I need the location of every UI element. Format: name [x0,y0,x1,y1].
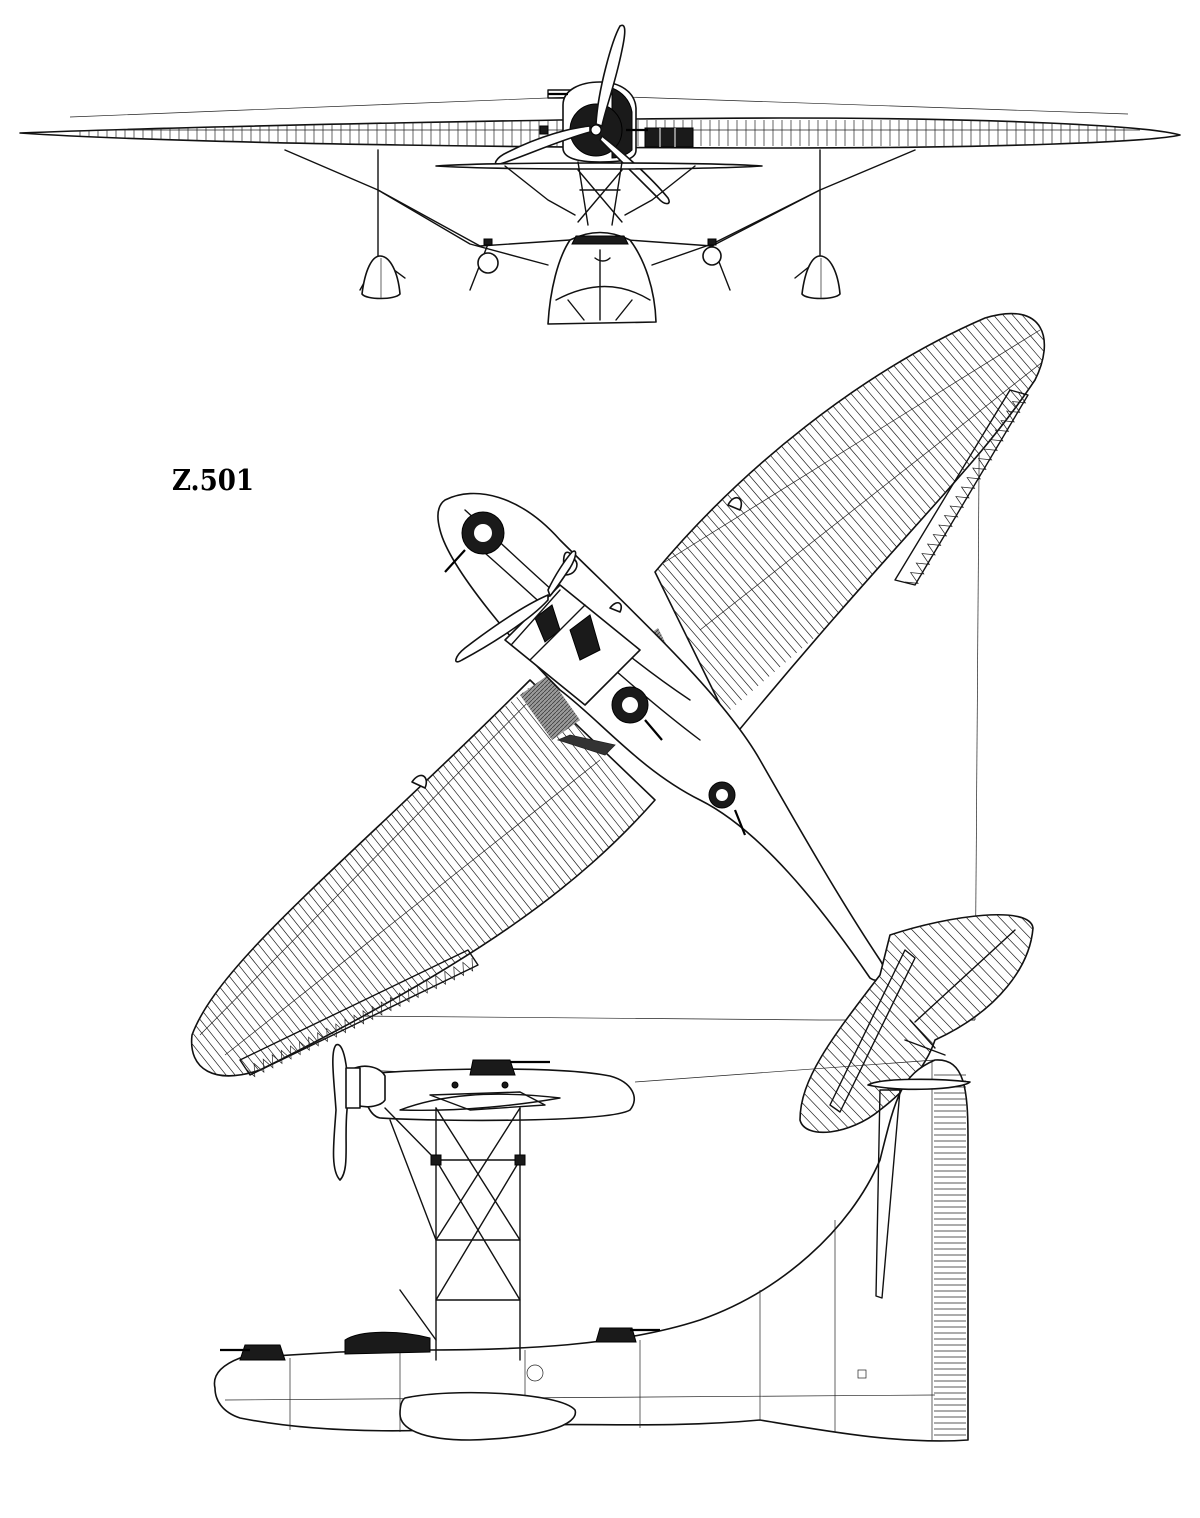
plan-propeller [455,594,549,663]
front-hull [547,231,657,325]
side-view [213,1044,971,1442]
side-propeller [332,1044,349,1181]
figure-title: Z.501 [172,463,254,497]
plan-view [190,312,1046,1134]
front-view [19,24,1181,325]
propeller [595,24,626,127]
right-wing [654,312,1046,736]
left-wing [190,679,656,1077]
side-float [399,1391,577,1441]
